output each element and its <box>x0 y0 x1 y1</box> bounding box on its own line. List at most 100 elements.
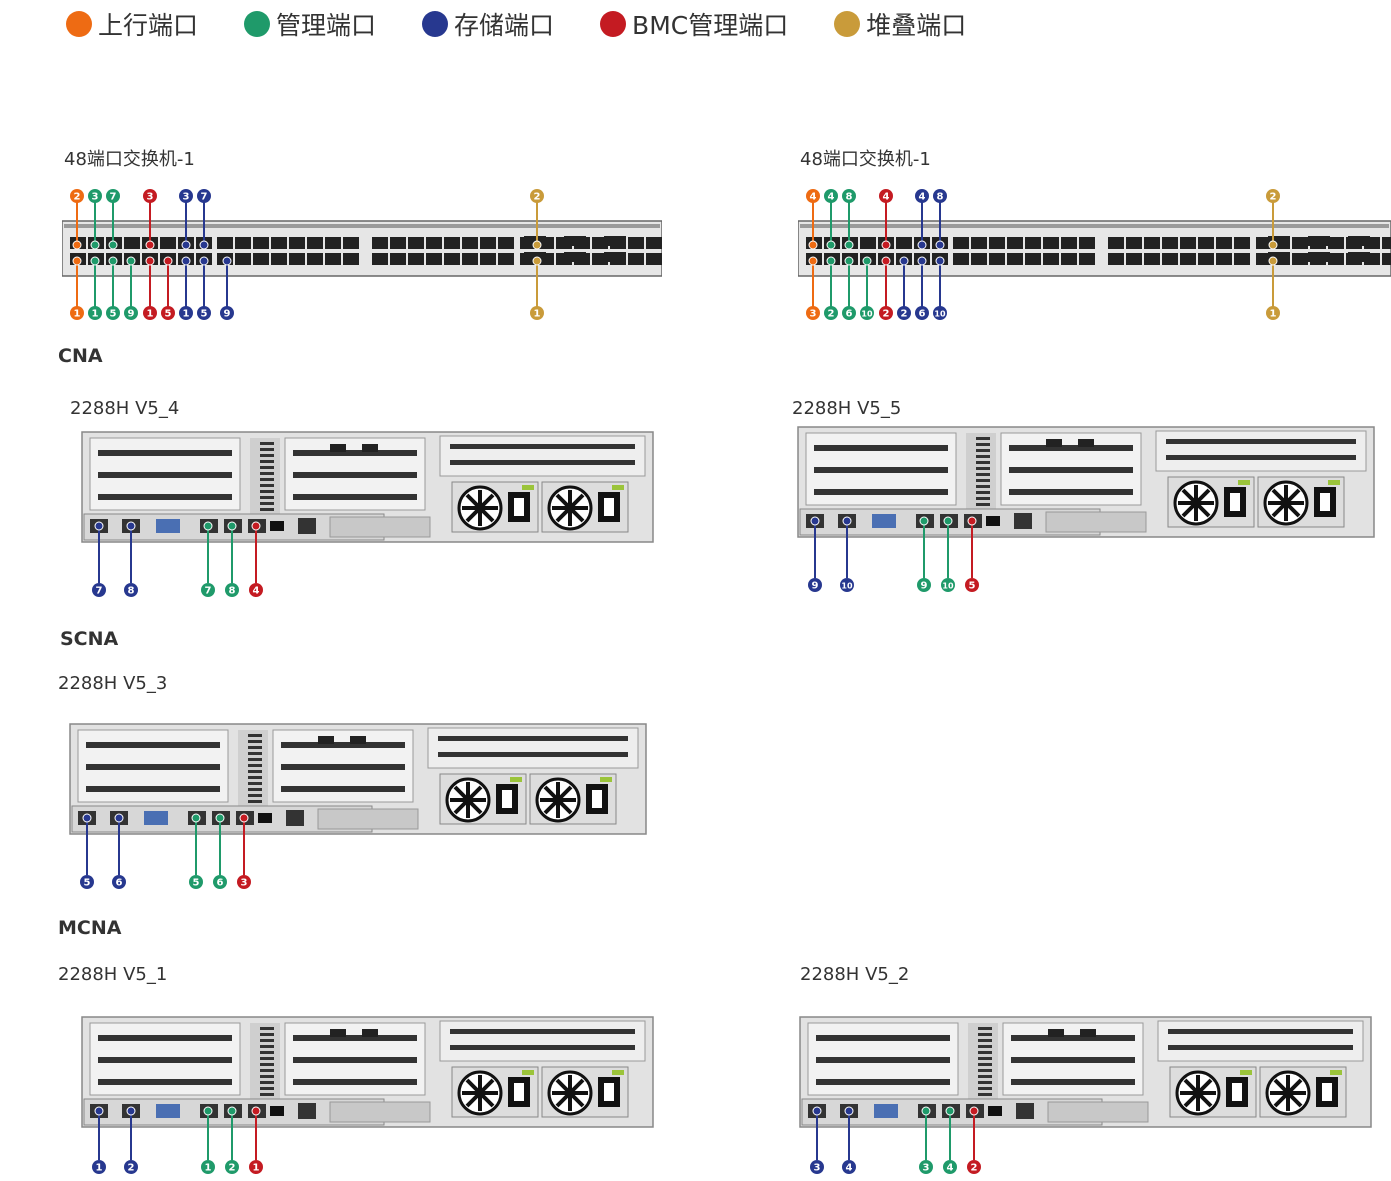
server-port-badge: 2 <box>124 1160 138 1174</box>
svg-text:4: 4 <box>253 586 260 597</box>
port-badge-bottom: 9 <box>124 306 138 320</box>
section-mcna: MCNA <box>58 917 122 939</box>
port-badge-bottom: 9 <box>220 306 234 320</box>
port-badge-bottom: 6 <box>842 306 856 320</box>
svg-text:3: 3 <box>241 878 248 889</box>
port-badge-top: 8 <box>933 189 947 203</box>
svg-text:8: 8 <box>846 192 853 203</box>
svg-text:5: 5 <box>193 878 200 889</box>
server-port-badge: 1 <box>249 1160 263 1174</box>
server-title: 2288H V5_2 <box>800 964 910 985</box>
svg-text:8: 8 <box>937 192 944 203</box>
svg-text:3: 3 <box>814 1163 821 1174</box>
server-port-badge: 9 <box>808 578 822 592</box>
server-title: 2288H V5_1 <box>58 964 168 985</box>
port-badge-bottom: 6 <box>915 306 929 320</box>
svg-text:10: 10 <box>841 582 853 591</box>
svg-text:2: 2 <box>883 309 890 320</box>
server-port-badge: 5 <box>965 578 979 592</box>
port-badge-top: 4 <box>824 189 838 203</box>
svg-text:1: 1 <box>96 1163 103 1174</box>
svg-text:4: 4 <box>919 192 926 203</box>
svg-text:3: 3 <box>183 192 190 203</box>
svg-text:5: 5 <box>110 309 117 320</box>
stack-dot-icon <box>834 11 861 37</box>
svg-text:1: 1 <box>205 1163 212 1174</box>
svg-text:9: 9 <box>224 309 231 320</box>
port-badge-top: 2 <box>530 189 544 203</box>
port-badge-bottom: 5 <box>161 306 175 320</box>
svg-text:2: 2 <box>828 309 835 320</box>
server-title: 2288H V5_5 <box>792 398 902 419</box>
svg-text:2: 2 <box>1270 192 1277 203</box>
svg-text:6: 6 <box>846 309 853 320</box>
server-port-badge: 4 <box>943 1160 957 1174</box>
svg-text:6: 6 <box>217 878 224 889</box>
svg-text:4: 4 <box>810 192 817 203</box>
port-badge-top: 8 <box>842 189 856 203</box>
port-badge-top: 4 <box>915 189 929 203</box>
port-badge-bottom: 1 <box>179 306 193 320</box>
svg-text:3: 3 <box>147 192 154 203</box>
switch-right-title: 48端口交换机-1 <box>800 149 931 170</box>
svg-text:1: 1 <box>92 309 99 320</box>
svg-text:7: 7 <box>201 192 208 203</box>
svg-text:1: 1 <box>1270 309 1277 320</box>
server-port-badge: 4 <box>249 583 263 597</box>
server-port-badge: 5 <box>189 875 203 889</box>
server-port-badge: 6 <box>213 875 227 889</box>
svg-text:10: 10 <box>934 310 946 319</box>
svg-text:1: 1 <box>534 309 541 320</box>
svg-text:1: 1 <box>74 309 81 320</box>
port-badge-top: 3 <box>88 189 102 203</box>
legend-item-mgmt: 管理端口 <box>244 6 376 42</box>
legend-label: BMC管理端口 <box>632 11 789 40</box>
svg-text:2: 2 <box>229 1163 236 1174</box>
svg-text:3: 3 <box>923 1163 930 1174</box>
legend-label: 上行端口 <box>98 11 199 40</box>
svg-text:4: 4 <box>846 1163 853 1174</box>
svg-text:4: 4 <box>883 192 890 203</box>
svg-text:9: 9 <box>812 581 819 592</box>
server-2288h-v5-2: 3 4 3 4 2 <box>798 1015 1373 1177</box>
port-badge-top: 2 <box>1266 189 1280 203</box>
svg-text:2: 2 <box>901 309 908 320</box>
svg-text:9: 9 <box>921 581 928 592</box>
svg-text:2: 2 <box>971 1163 978 1174</box>
svg-text:7: 7 <box>110 192 117 203</box>
port-badge-top: 3 <box>143 189 157 203</box>
server-2288h-v5-5: 9 10 9 10 5 <box>796 425 1376 595</box>
server-port-badge: 5 <box>80 875 94 889</box>
port-badge-top: 4 <box>806 189 820 203</box>
port-badge-bottom: 10 <box>933 306 947 320</box>
port-badge-bottom: 1 <box>530 306 544 320</box>
port-badge-bottom: 2 <box>824 306 838 320</box>
server-title: 2288H V5_4 <box>70 398 180 419</box>
svg-text:6: 6 <box>116 878 123 889</box>
legend-item-storage: 存储端口 <box>422 6 554 42</box>
server-port-badge: 6 <box>112 875 126 889</box>
svg-text:2: 2 <box>128 1163 135 1174</box>
port-badge-bottom: 1 <box>88 306 102 320</box>
server-port-badge: 7 <box>92 583 106 597</box>
server-port-badge: 3 <box>919 1160 933 1174</box>
server-port-badge: 10 <box>941 578 955 592</box>
legend-label: 管理端口 <box>276 11 377 40</box>
svg-text:1: 1 <box>183 309 190 320</box>
port-badge-bottom: 5 <box>106 306 120 320</box>
bmc-dot-icon <box>600 11 627 37</box>
server-port-badge: 8 <box>225 583 239 597</box>
svg-text:9: 9 <box>128 309 135 320</box>
svg-text:8: 8 <box>128 586 135 597</box>
svg-text:3: 3 <box>810 309 817 320</box>
server-2288h-v5-1: 1 2 1 2 1 <box>80 1015 655 1177</box>
svg-text:5: 5 <box>969 581 976 592</box>
switch-left-title: 48端口交换机-1 <box>64 149 195 170</box>
server-port-badge: 2 <box>967 1160 981 1174</box>
legend-item-bmc: BMC管理端口 <box>600 6 788 42</box>
server-port-badge: 2 <box>225 1160 239 1174</box>
port-badge-top: 3 <box>179 189 193 203</box>
svg-text:5: 5 <box>165 309 172 320</box>
